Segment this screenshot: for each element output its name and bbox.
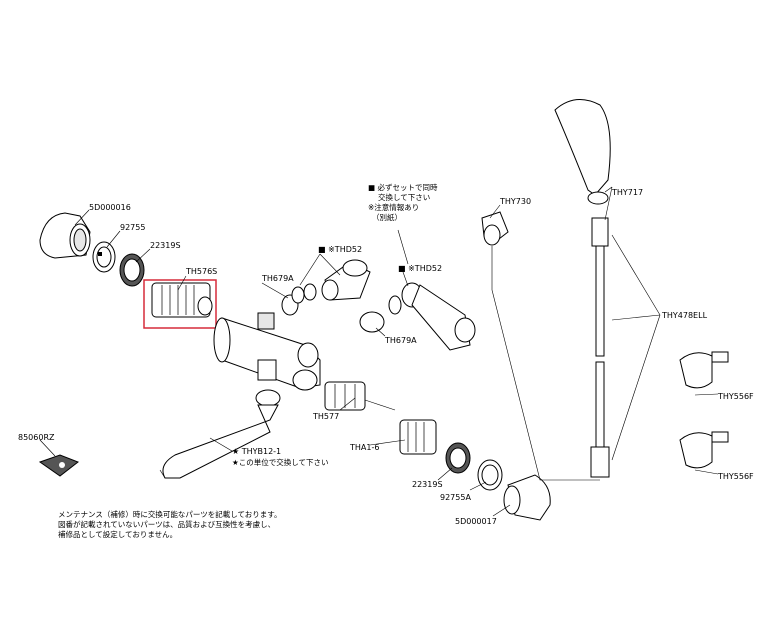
- set-note-line-3: ※注意情報あり: [368, 202, 419, 212]
- part-th679a-left: [281, 283, 317, 316]
- label-th679a-right: TH679A: [384, 336, 417, 345]
- elbow-thy730: [481, 211, 509, 246]
- holder-thy556f-top: [679, 351, 729, 389]
- handle-cap-left: [39, 212, 91, 259]
- highlight-box: [143, 279, 217, 329]
- label-thy556f-bottom: THY556F: [717, 472, 754, 481]
- footer-note: メンテナンス（補修）時に交換可能なパーツを記載しております。 図番が記載されてい…: [58, 509, 282, 539]
- label-tha1-6: THA1-6: [349, 443, 379, 452]
- cartridge-th576s: [151, 282, 213, 318]
- footer-note-line-2: 図番が記載されていないパーツは、品質および互換性を考慮し、: [58, 519, 275, 529]
- hose-thy478ell: [590, 217, 610, 478]
- nut-22319s-right: [445, 442, 471, 474]
- label-thyb12-1: ★ THYB12-1: [232, 447, 281, 456]
- label-thy730: THY730: [499, 197, 531, 206]
- handle-cap-right: [503, 474, 551, 521]
- label-thd52-right: ■ ※THD52: [398, 264, 442, 273]
- label-thy478ell: THY478ELL: [661, 311, 708, 320]
- part-th577: [324, 381, 396, 411]
- label-92755a: 92755A: [440, 493, 471, 502]
- set-note-line-4: （別紙）: [372, 212, 402, 222]
- label-22319s: 22319S: [150, 241, 181, 250]
- footer-note-line-3: 補修品として設定しておりません。: [58, 529, 177, 539]
- footer-note-line-1: メンテナンス（補修）時に交換可能なパーツを記載しております。: [58, 509, 282, 519]
- elbow-thd52-left: [321, 259, 371, 301]
- label-5d000017: 5D000017: [455, 517, 497, 526]
- part-tha1-6: [399, 419, 437, 455]
- set-note: ■ 必ずセットで同時 交換して下さい ※注意情報あり （別紙）: [368, 182, 438, 222]
- label-22319s-right: 22319S: [412, 480, 443, 489]
- nut-22319s: [119, 253, 145, 287]
- faucet-body: [213, 312, 321, 391]
- holder-thy556f-bottom: [679, 431, 729, 469]
- label-th679a-left: TH679A: [261, 274, 294, 283]
- ring-92755: [92, 241, 116, 273]
- label-thy556f-top: THY556F: [717, 392, 754, 401]
- shower-head-thy717: [554, 99, 611, 205]
- label-thd52-left: ■ ※THD52: [318, 245, 362, 254]
- set-note-line-2: 交換して下さい: [378, 192, 430, 202]
- leader-lines: [39, 186, 719, 517]
- key-85060rz: [38, 454, 80, 477]
- label-92755: 92755: [120, 223, 145, 232]
- label-th577: TH577: [312, 412, 339, 421]
- elbow-thd52-right: [359, 282, 476, 351]
- ring-92755a: [477, 459, 503, 491]
- label-85060rz: 85060RZ: [18, 433, 55, 442]
- label-unit-note: ★この単位で交換して下さい: [232, 457, 329, 467]
- label-th576s: TH576S: [185, 267, 217, 276]
- label-5d000016: 5D000016: [89, 203, 131, 212]
- label-thy717: THY717: [611, 188, 643, 197]
- set-note-line-1: ■ 必ずセットで同時: [368, 182, 438, 192]
- spout-thyb12-1: [159, 389, 281, 479]
